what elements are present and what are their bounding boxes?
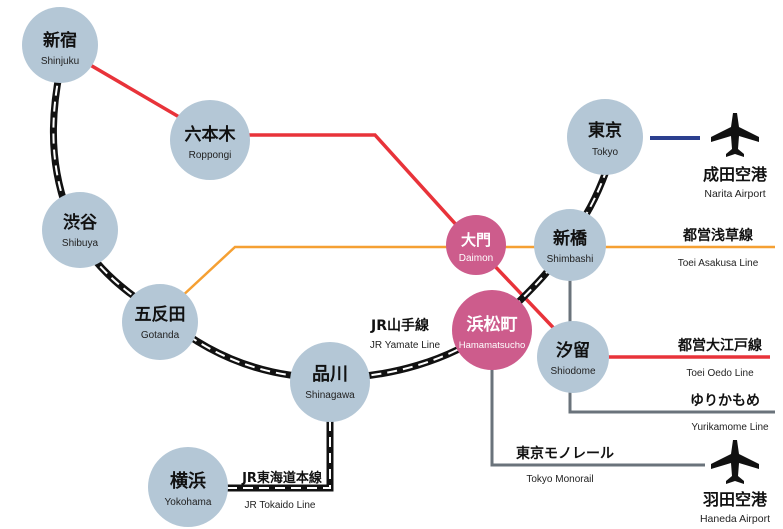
oedo-line-path	[67, 50, 567, 342]
line-name-jp: JR山手線	[370, 317, 429, 334]
station-shinjuku[interactable]: 新宿 Shinjuku	[22, 7, 98, 83]
tokaido-line	[210, 405, 334, 492]
airport-name-jp: 成田空港	[703, 165, 768, 184]
line-name-en: Yurikamome Line	[691, 422, 769, 433]
station-name-en: Shinjuku	[41, 56, 79, 67]
station-name-en: Daimon	[459, 253, 493, 264]
station-shinagawa[interactable]: 品川 Shinagawa	[290, 342, 370, 422]
label-oedo: 都営大江戸線 Toei Oedo Line	[677, 337, 762, 379]
airplane-icon	[711, 113, 759, 157]
airport-name-en: Narita Airport	[704, 188, 765, 200]
station-name-en: Hamamatsucho	[459, 340, 526, 351]
station-name-jp: 六本木	[185, 124, 237, 145]
station-name-jp: 横浜	[170, 470, 206, 492]
station-name-jp: 東京	[588, 120, 622, 141]
station-name-en: Shimbashi	[547, 254, 594, 265]
station-name-en: Yokohama	[165, 497, 212, 508]
station-name-jp: 新橋	[553, 228, 588, 249]
monorail-line-path	[490, 350, 705, 467]
airport-haneda[interactable]: 羽田空港 Haneda Airport	[700, 440, 770, 525]
line-name-jp: 都営浅草線	[682, 227, 753, 244]
station-name-jp: 新宿	[43, 30, 77, 51]
line-name-en: JR Tokaido Line	[245, 500, 316, 511]
label-yamanote: JR山手線 JR Yamate Line	[370, 317, 441, 351]
line-name-jp: 東京モノレール	[516, 445, 614, 462]
station-name-jp: 浜松町	[467, 314, 518, 335]
station-name-jp: 品川	[312, 364, 348, 385]
station-name-en: Gotanda	[141, 330, 180, 341]
station-name-jp: 五反田	[135, 305, 186, 325]
station-name-en: Tokyo	[592, 147, 619, 158]
station-daimon[interactable]: 大門 Daimon	[446, 215, 506, 275]
airport-name-jp: 羽田空港	[703, 490, 768, 509]
station-name-jp: 汐留	[556, 340, 590, 361]
station-roppongi[interactable]: 六本木 Roppongi	[170, 100, 250, 180]
station-name-en: Shinagawa	[305, 390, 355, 401]
station-shimbashi[interactable]: 新橋 Shimbashi	[534, 209, 606, 281]
station-name-en: Shiodome	[550, 366, 595, 377]
station-name-en: Roppongi	[189, 150, 232, 161]
airport-name-en: Haneda Airport	[700, 513, 770, 525]
line-name-en: Toei Oedo Line	[686, 368, 754, 379]
line-name-jp: ゆりかもめ	[690, 393, 760, 409]
yurikamome-line-path	[568, 245, 775, 414]
station-name-jp: 大門	[461, 231, 491, 249]
line-name-jp: JR東海道本線	[241, 470, 323, 486]
airplane-icon	[711, 440, 759, 484]
label-monorail: 東京モノレール Tokyo Monorail	[516, 445, 614, 485]
airport-narita[interactable]: 成田空港 Narita Airport	[703, 113, 768, 200]
station-name-jp: 渋谷	[63, 212, 98, 233]
label-yurikamome: ゆりかもめ Yurikamome Line	[690, 393, 769, 433]
station-gotanda[interactable]: 五反田 Gotanda	[122, 284, 198, 360]
line-name-en: Toei Asakusa Line	[678, 258, 759, 269]
line-name-jp: 都営大江戸線	[677, 337, 762, 354]
label-tokaido: JR東海道本線 JR Tokaido Line	[241, 470, 323, 511]
line-name-en: Tokyo Monorail	[526, 474, 593, 485]
label-asakusa: 都営浅草線 Toei Asakusa Line	[678, 227, 759, 269]
station-tokyo[interactable]: 東京 Tokyo	[567, 99, 643, 175]
station-shiodome[interactable]: 汐留 Shiodome	[537, 321, 609, 393]
station-shibuya[interactable]: 渋谷 Shibuya	[42, 192, 118, 268]
line-name-en: JR Yamate Line	[370, 340, 441, 351]
station-yokohama[interactable]: 横浜 Yokohama	[148, 447, 228, 527]
station-hamamatsucho[interactable]: 浜松町 Hamamatsucho	[452, 290, 532, 370]
station-name-en: Shibuya	[62, 238, 99, 249]
